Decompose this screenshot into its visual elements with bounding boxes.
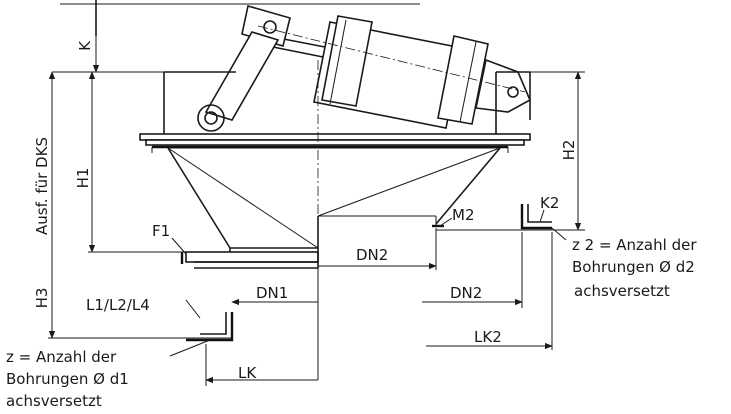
label-k: K [76, 40, 94, 51]
dimension-h3-dks [48, 71, 232, 339]
label-dn2-upper: DN2 [356, 246, 388, 264]
label-h1: H1 [74, 168, 92, 189]
label-dks: Ausf. für DKS [33, 137, 51, 235]
label-l124: L1/L2/L4 [86, 296, 150, 314]
label-f1: F1 [152, 222, 170, 240]
label-m2: M2 [452, 206, 475, 224]
label-k2: K2 [540, 194, 559, 212]
note-z-line3: achsversetzt [6, 392, 102, 410]
actuator-cylinder [241, 4, 532, 129]
top-frame [60, 0, 420, 36]
leader-f1 [171, 237, 187, 255]
flange-detail-l124 [169, 299, 234, 357]
note-z-line2: Bohrungen Ø d1 [6, 370, 129, 388]
dimension-dn2-lower [422, 232, 523, 308]
dimension-dn2-upper [318, 228, 437, 270]
label-h2: H2 [560, 140, 578, 161]
dimension-h1 [88, 71, 186, 253]
label-lk2: LK2 [474, 328, 502, 346]
label-dn1: DN1 [256, 284, 288, 302]
dimension-lk [205, 344, 318, 386]
flange-detail-k2 [520, 204, 567, 241]
note-z2-line2: Bohrungen Ø d2 [572, 258, 695, 276]
note-z2-line1: z 2 = Anzahl der [572, 236, 697, 254]
note-z2-line3: achsversetzt [574, 282, 670, 300]
leader-m2 [439, 217, 453, 227]
dimension-lk2 [426, 232, 553, 350]
dimension-h2 [436, 71, 585, 231]
label-lk: LK [238, 364, 257, 382]
hopper-cone [167, 147, 501, 249]
lever-arm [197, 31, 280, 132]
main-flange [139, 133, 531, 153]
upper-housing [163, 71, 531, 136]
dimension-dn1 [231, 268, 319, 380]
note-z-line1: z = Anzahl der [6, 348, 117, 366]
label-dn2-lower: DN2 [450, 284, 482, 302]
label-h3: H3 [33, 288, 51, 309]
dimension-k [52, 36, 164, 73]
lower-outlet-flange [180, 216, 319, 269]
